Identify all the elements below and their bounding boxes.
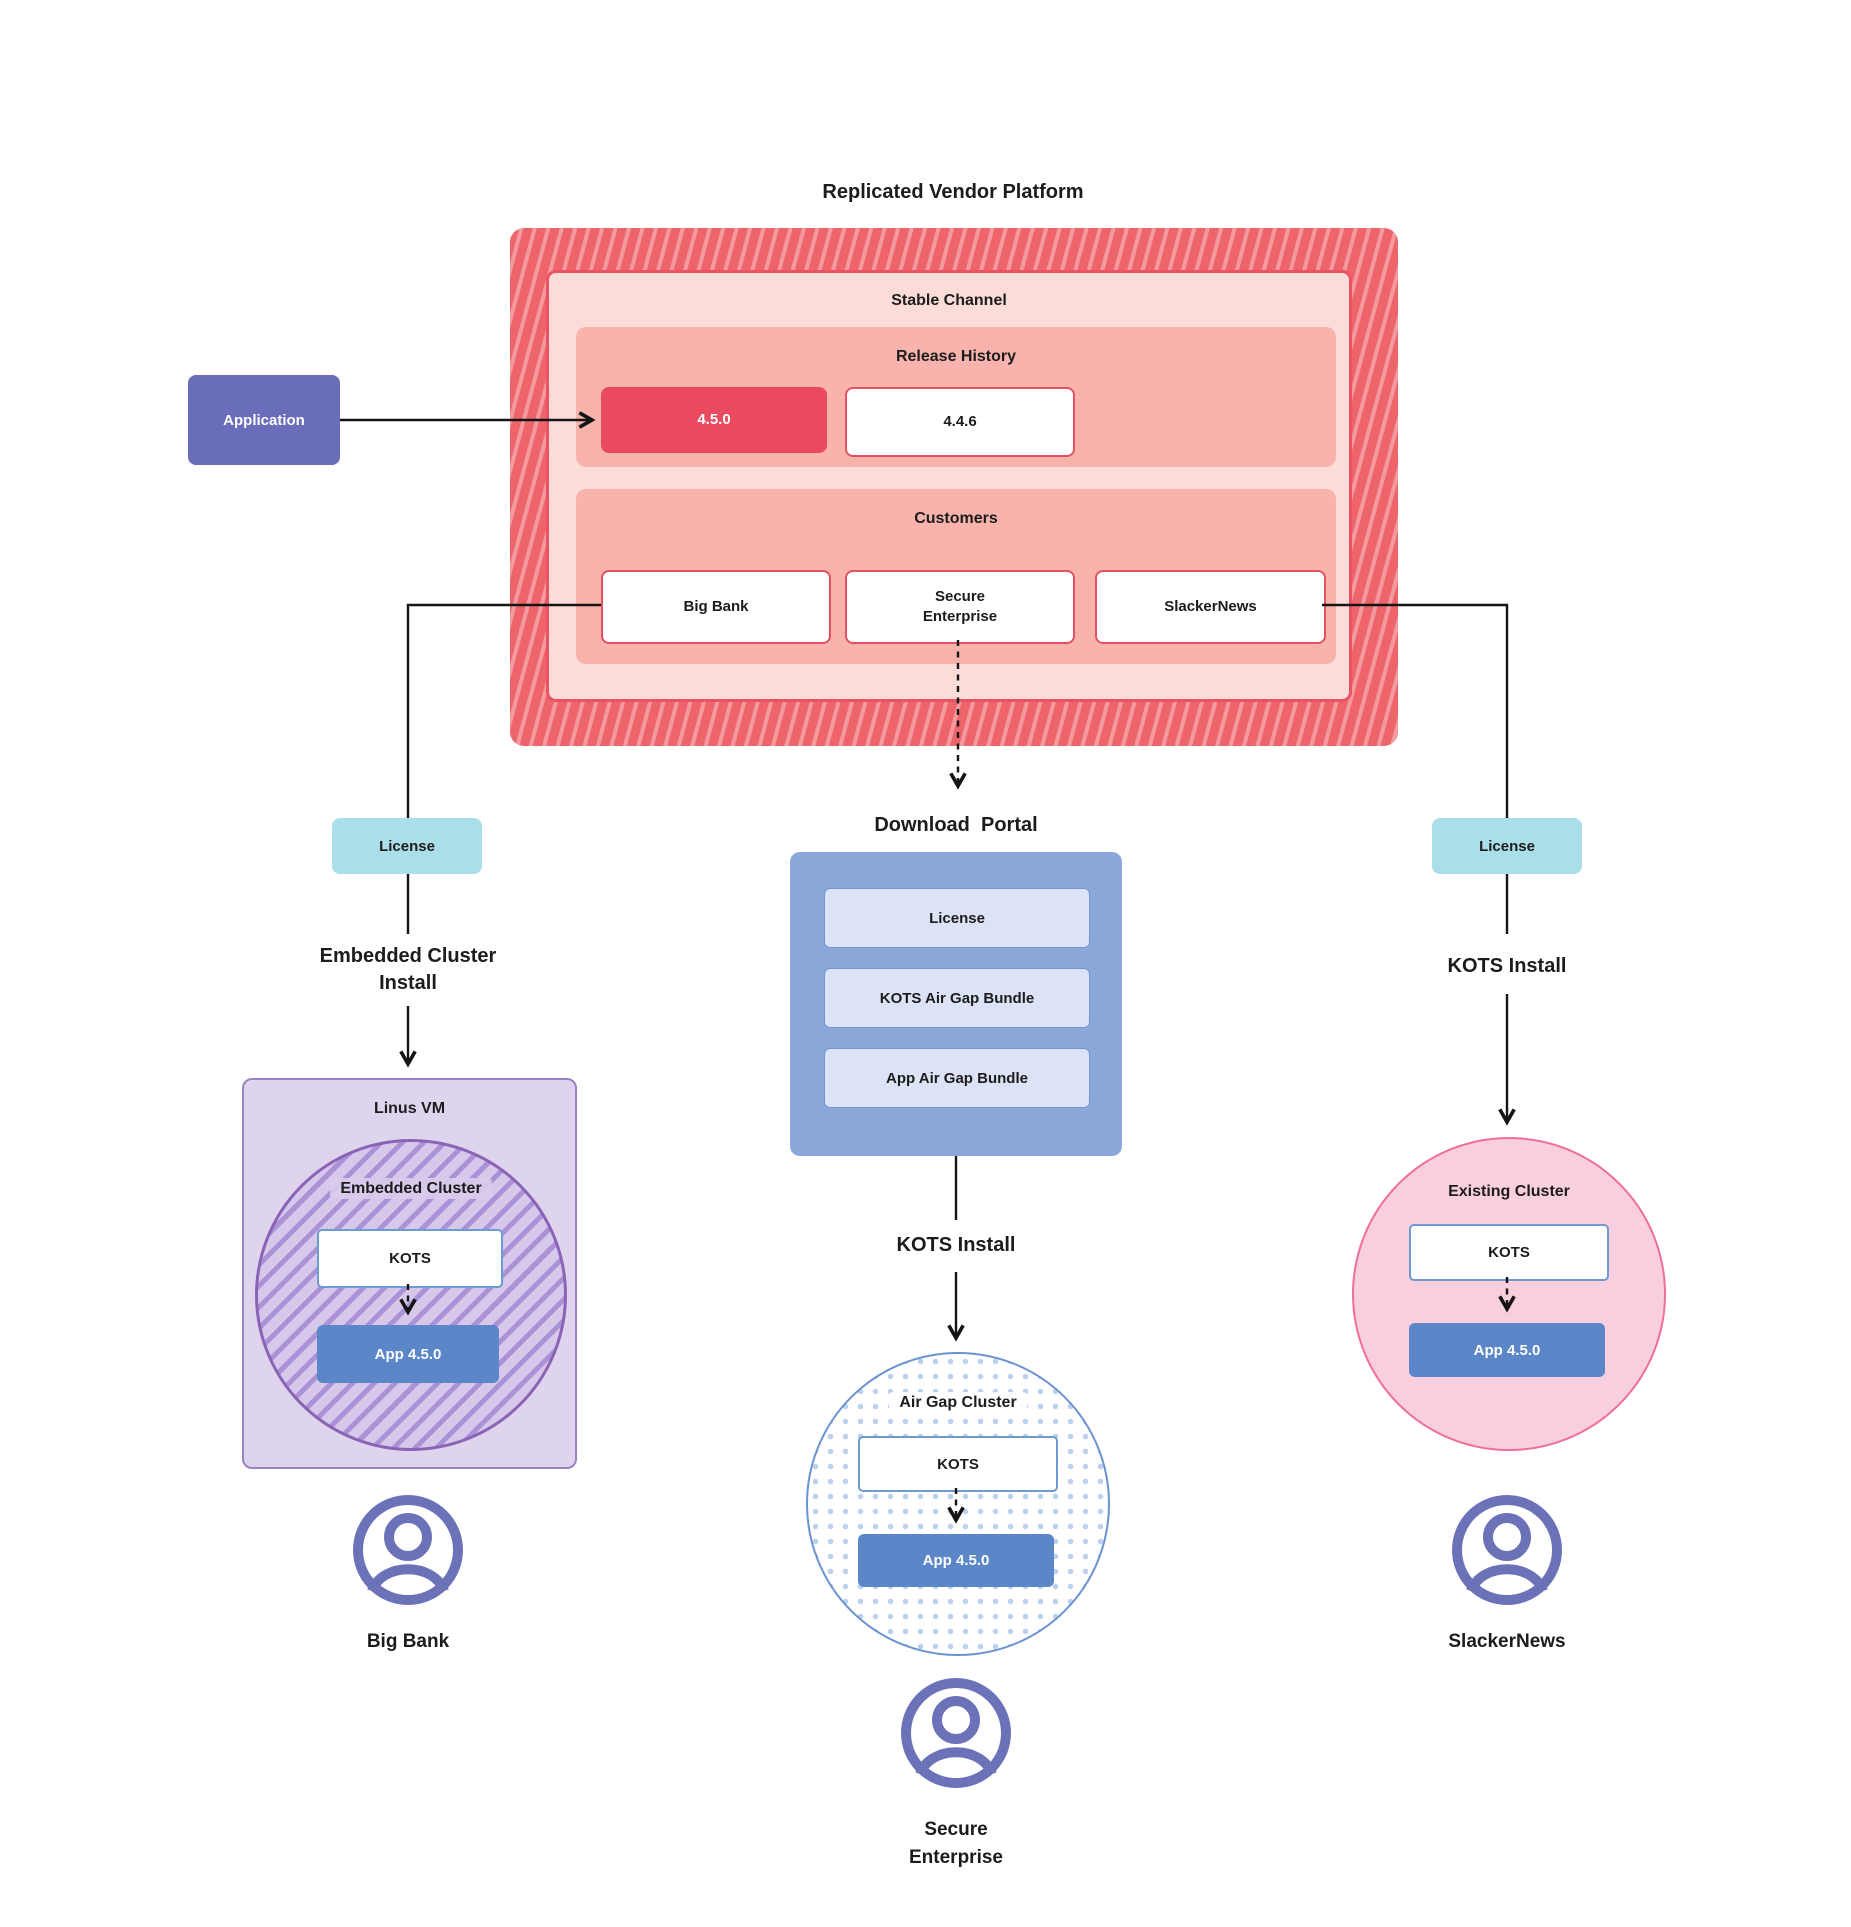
- release-history-box: Release History 4.5.0 4.4.6: [576, 327, 1336, 467]
- kots-install-label-middle: KOTS Install: [896, 1234, 1016, 1256]
- customers-box: Customers Big Bank Secure Enterprise Sla…: [576, 489, 1336, 664]
- customer-big-bank: Big Bank: [601, 570, 831, 644]
- actor-label-secure-enterprise-text: Secure Enterprise: [909, 1819, 1003, 1868]
- actor-label-secure-enterprise: Secure Enterprise: [856, 1816, 1056, 1872]
- stable-channel-label: Stable Channel: [891, 292, 1007, 309]
- kots-box-left: KOTS: [317, 1229, 503, 1288]
- customers-label: Customers: [914, 510, 998, 527]
- person-icon-big-bank: [353, 1495, 463, 1605]
- air-gap-cluster-circle: Air Gap Cluster: [806, 1352, 1110, 1656]
- kots-box-right: KOTS: [1409, 1224, 1609, 1281]
- actor-label-slackernews: SlackerNews: [1448, 1631, 1566, 1652]
- existing-cluster-label: Existing Cluster: [1354, 1183, 1664, 1201]
- release-version-450: 4.5.0: [601, 387, 827, 453]
- portal-kots-airgap-bundle-box: KOTS Air Gap Bundle: [824, 968, 1090, 1028]
- embedded-cluster-circle: Embedded Cluster: [255, 1139, 567, 1451]
- kots-install-label-right: KOTS Install: [1447, 955, 1567, 977]
- linus-vm-label: Linus VM: [373, 1100, 446, 1117]
- release-history-label: Release History: [895, 348, 1017, 365]
- app-box-right: App 4.5.0: [1409, 1323, 1605, 1377]
- embedded-cluster-label-text: Embedded Cluster: [330, 1178, 492, 1199]
- release-version-446: 4.4.6: [845, 387, 1075, 457]
- application-box: Application: [188, 375, 340, 465]
- license-box-right: License: [1432, 818, 1582, 874]
- download-portal-label: Download Portal: [874, 814, 1038, 836]
- embedded-cluster-install-label: Embedded Cluster Install: [319, 945, 497, 994]
- person-icon-slackernews: [1452, 1495, 1562, 1605]
- person-icon-secure-enterprise: [901, 1678, 1011, 1788]
- download-portal-box: License KOTS Air Gap Bundle App Air Gap …: [790, 852, 1122, 1156]
- air-gap-cluster-label-text: Air Gap Cluster: [889, 1392, 1027, 1413]
- vendor-platform-box: Stable Channel Release History 4.5.0 4.4…: [510, 228, 1398, 746]
- portal-app-airgap-bundle-box: App Air Gap Bundle: [824, 1048, 1090, 1108]
- diagram-title: Replicated Vendor Platform: [822, 181, 1084, 203]
- customer-slackernews: SlackerNews: [1095, 570, 1326, 644]
- customer-secure-enterprise: Secure Enterprise: [845, 570, 1075, 644]
- app-box-middle: App 4.5.0: [858, 1534, 1054, 1587]
- stable-channel-box: Stable Channel Release History 4.5.0 4.4…: [546, 270, 1352, 702]
- existing-cluster-label-text: Existing Cluster: [1448, 1183, 1570, 1200]
- air-gap-cluster-label: Air Gap Cluster: [808, 1392, 1108, 1413]
- embedded-cluster-label: Embedded Cluster: [258, 1178, 564, 1199]
- actor-label-big-bank: Big Bank: [366, 1631, 450, 1652]
- app-box-left: App 4.5.0: [317, 1325, 499, 1383]
- kots-box-middle: KOTS: [858, 1436, 1058, 1492]
- customer-secure-enterprise-label: Secure Enterprise: [922, 588, 998, 625]
- portal-license-box: License: [824, 888, 1090, 948]
- existing-cluster-circle: Existing Cluster: [1352, 1137, 1666, 1451]
- license-box-left: License: [332, 818, 482, 874]
